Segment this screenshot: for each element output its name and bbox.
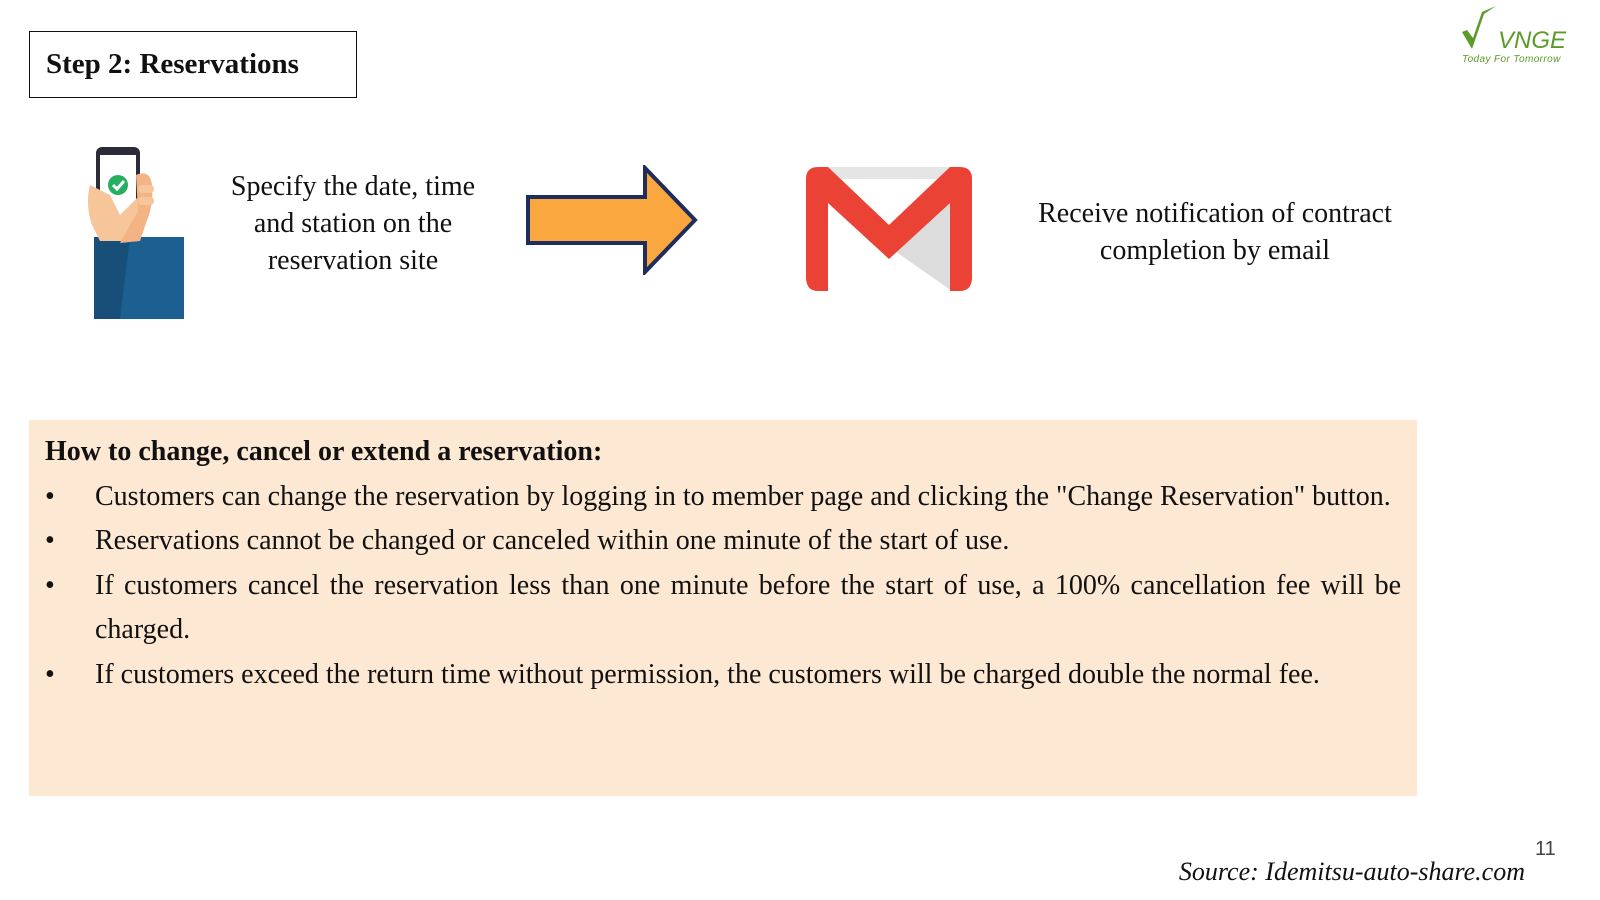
list-item-text: Reservations cannot be changed or cancel… [95, 525, 1010, 556]
vnge-logo: VNGE [1462, 6, 1567, 54]
logo-brand: VNGE [1498, 27, 1567, 54]
slide-title-text: Step 2: Reservations [46, 48, 299, 80]
slide-title: Step 2: Reservations [29, 31, 357, 98]
bullet: • [45, 525, 55, 556]
bullet: • [45, 569, 55, 601]
gmail-icon [806, 167, 972, 291]
reservation-info-box: How to change, cancel or extend a reserv… [29, 420, 1417, 796]
list-item: • Reservations cannot be changed or cance… [45, 519, 1401, 564]
phone-hand-icon [87, 147, 184, 319]
list-item-text: Customers can change the reservation by … [95, 480, 1391, 512]
list-item: • If customers cancel the reservation les… [45, 564, 1401, 653]
step-specify-text: Specify the date, time and station on th… [230, 171, 476, 276]
list-item-text: If customers exceed the return time with… [95, 658, 1320, 690]
step-email-text: Receive notification of contract complet… [1038, 198, 1392, 266]
source-citation: Source: Idemitsu-auto-share.com [1178, 857, 1525, 886]
bullet: • [45, 658, 55, 690]
list-item-text: If customers cancel the reservation less… [95, 569, 1401, 646]
page-number: 11 [1535, 838, 1556, 860]
info-list: • Customers can change the reservation by… [45, 475, 1401, 698]
list-item: • Customers can change the reservation by… [45, 475, 1401, 520]
bullet: • [45, 480, 55, 512]
list-item: • If customers exceed the return time wit… [45, 653, 1401, 698]
info-heading: How to change, cancel or extend a reserv… [45, 436, 603, 467]
logo-tagline: Today For Tomorrow [1462, 54, 1561, 65]
right-arrow-icon [526, 165, 698, 275]
